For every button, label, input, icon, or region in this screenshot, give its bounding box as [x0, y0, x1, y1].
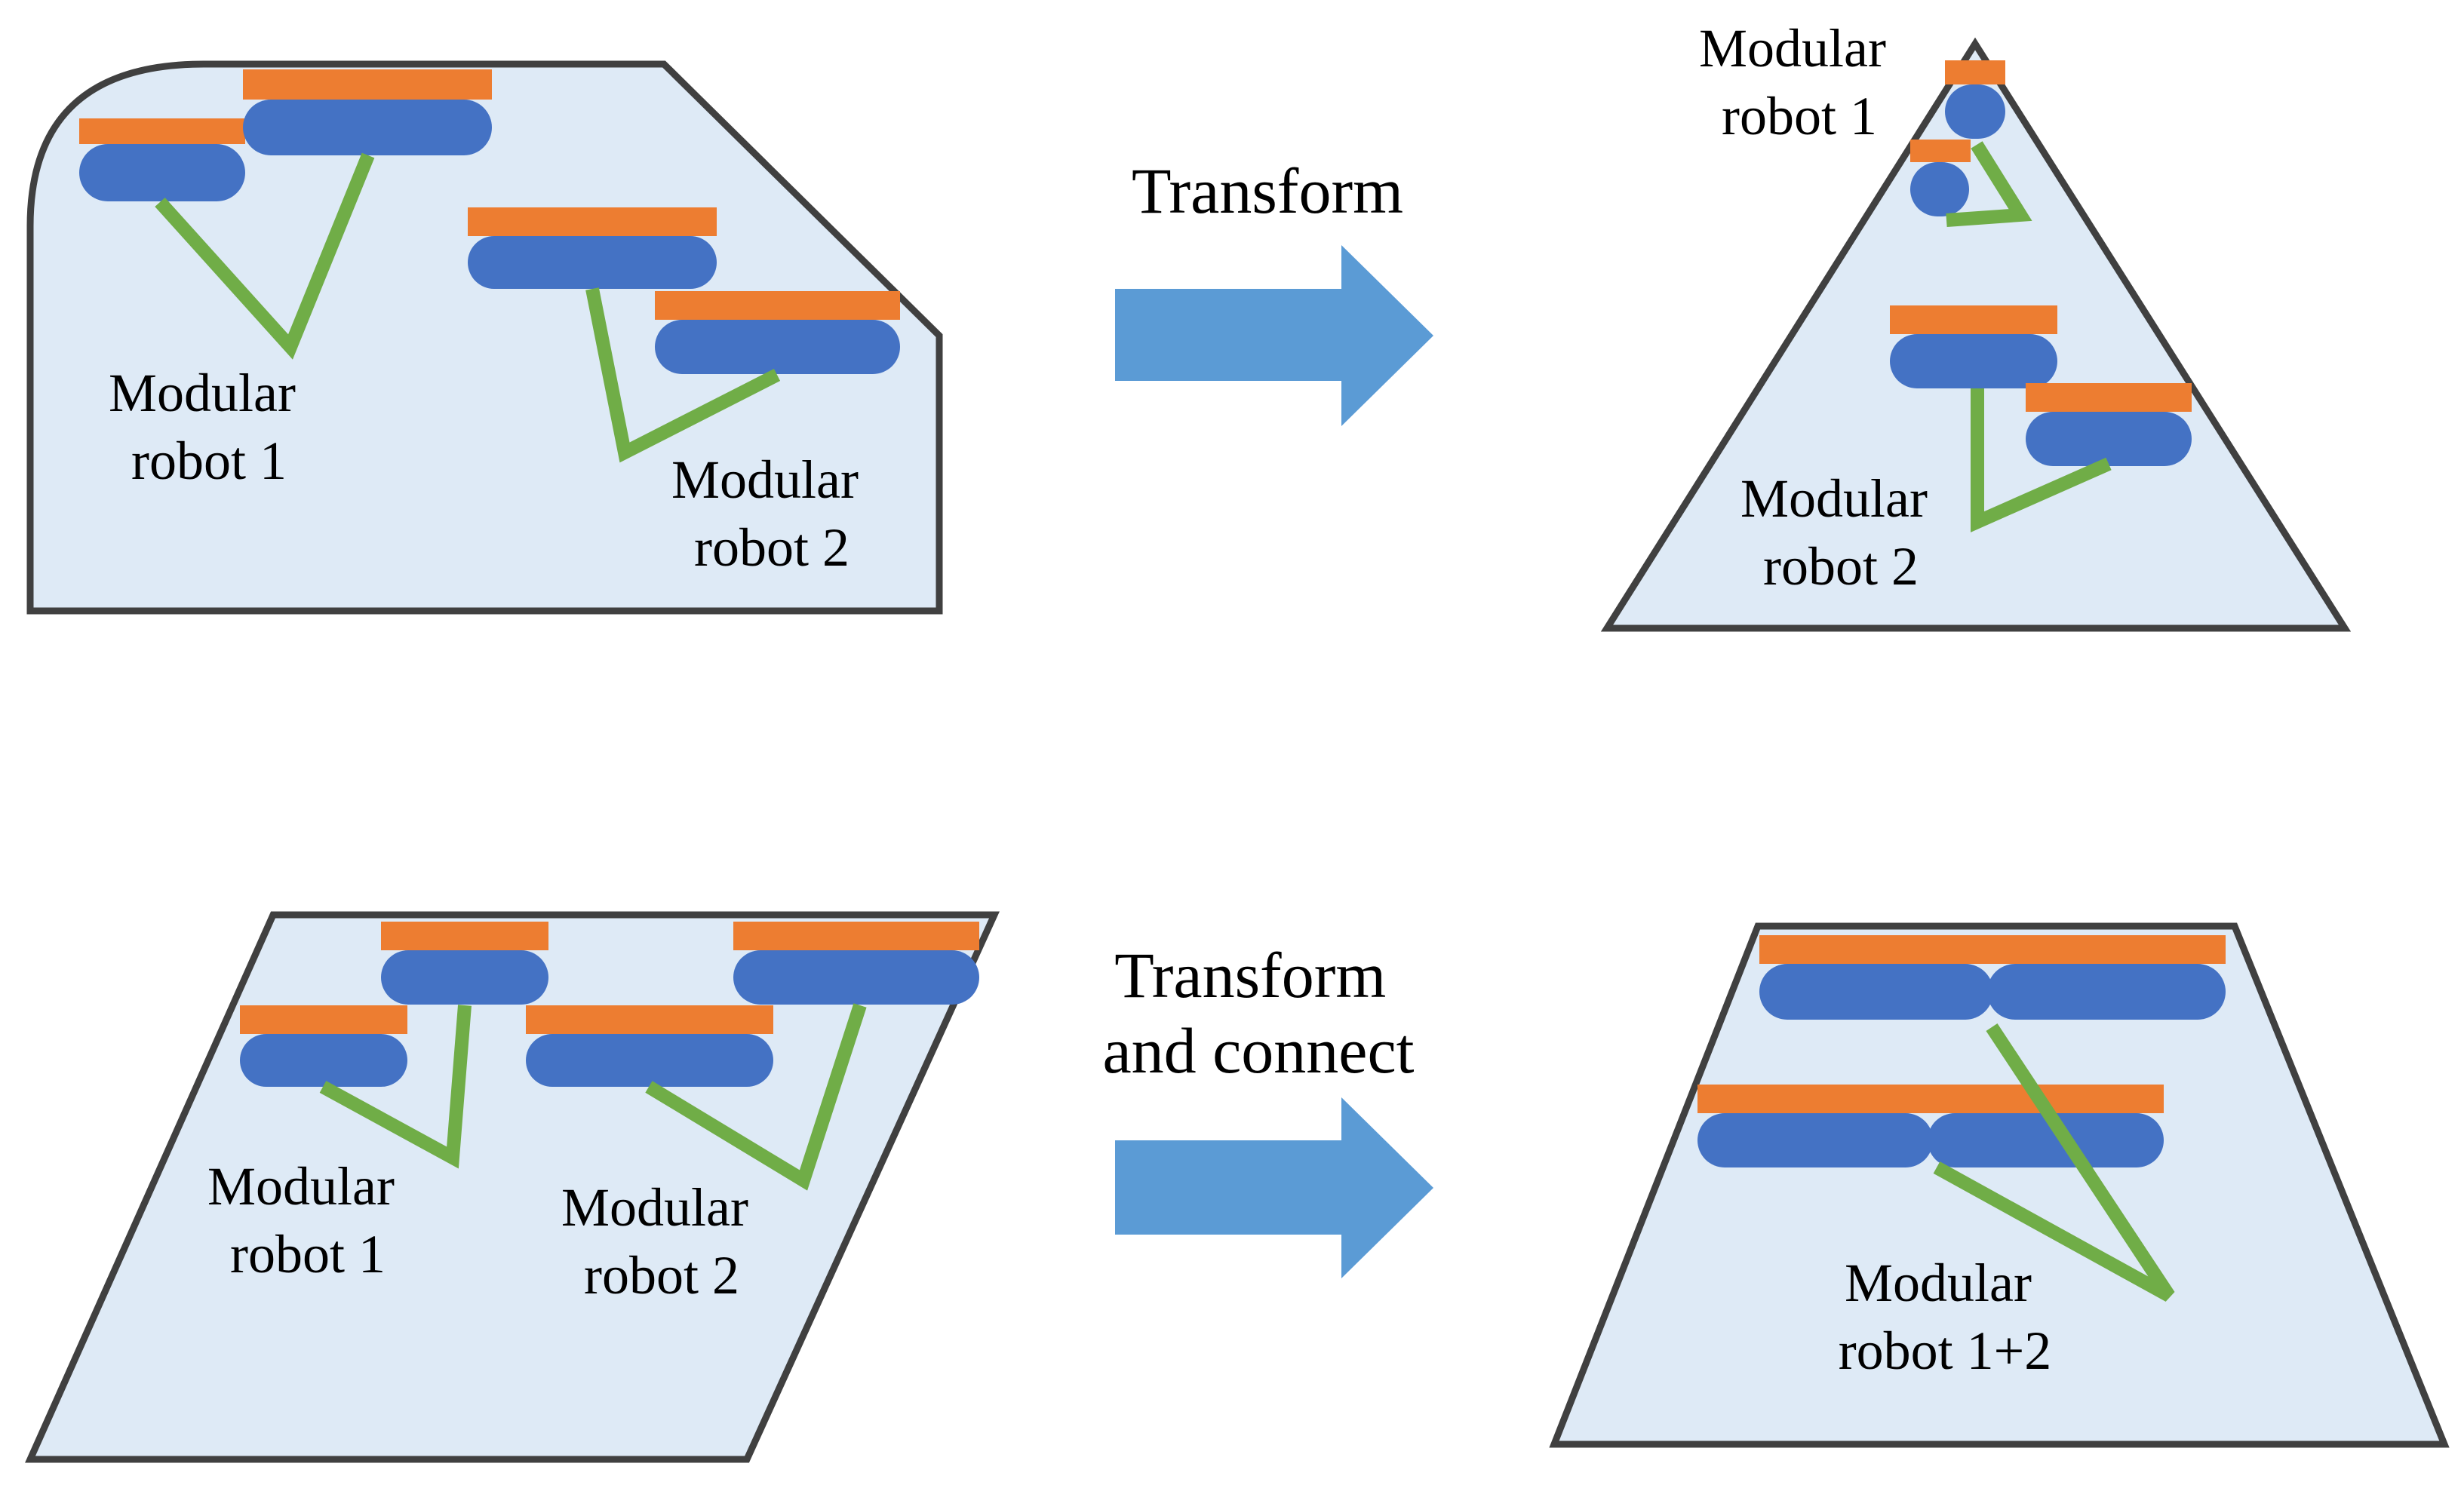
- top-plate: [1945, 60, 2005, 84]
- panel-top-left: Modular robot 1 Modular robot 2: [26, 60, 943, 615]
- transform-caption: Transform: [1132, 155, 1403, 227]
- top-plate: [655, 291, 900, 320]
- robot-1-label: Modular robot 1: [109, 363, 309, 491]
- terrain-shape: [26, 60, 943, 615]
- top-plate: [1759, 935, 2226, 964]
- arm: [319, 1005, 472, 1169]
- robot-1-label: Modular robot 1: [207, 1156, 408, 1284]
- panel-top-right: Modular robot 1 Modular robot 2: [1600, 18, 2352, 632]
- arm: [1933, 1023, 2175, 1302]
- panel-bottom-left: Modular robot 1 Modular robot 2: [25, 911, 1000, 1463]
- terrain-shape: [1549, 922, 2450, 1448]
- arm: [1971, 388, 2112, 532]
- transform-step: Transform: [1115, 155, 1433, 426]
- wheel-module: [79, 144, 245, 201]
- arm: [585, 287, 781, 463]
- robot-2-label: Modular robot 2: [671, 449, 872, 578]
- wheel-module: [240, 1034, 407, 1087]
- wheel-module: [468, 236, 717, 289]
- wheel-module: [243, 100, 492, 155]
- panel-bottom-right: Modular robot 1+2: [1549, 922, 2450, 1448]
- wheel-module: [2026, 412, 2192, 466]
- modular-robot-2: [1890, 305, 2192, 532]
- right-arrow-icon: [1115, 1097, 1433, 1278]
- arm: [1946, 141, 2032, 227]
- top-plate: [2026, 383, 2192, 412]
- top-plate: [79, 118, 245, 144]
- robot-1-plus-2-label: Modular robot 1+2: [1839, 1253, 2052, 1381]
- wheel-module: [1910, 162, 1969, 216]
- top-plate: [1890, 305, 2057, 334]
- wheel-module: [1928, 1113, 2164, 1167]
- top-plate: [526, 1005, 773, 1034]
- wheel-module: [733, 950, 979, 1005]
- modular-robot-1: [1910, 60, 2032, 227]
- transform-connect-step: Transform and connect: [1102, 939, 1433, 1278]
- top-plate: [1697, 1085, 2164, 1113]
- robot-2-label: Modular robot 2: [561, 1177, 762, 1306]
- top-plate: [733, 922, 979, 950]
- wheel-module: [526, 1034, 773, 1087]
- wheel-module: [1697, 1113, 1933, 1167]
- top-plate: [381, 922, 548, 950]
- right-arrow-icon: [1115, 245, 1433, 426]
- modular-robot-1-plus-2: [1697, 935, 2226, 1302]
- arm: [155, 152, 375, 360]
- wheel-module: [1945, 84, 2005, 139]
- wheel-module: [655, 320, 900, 374]
- top-plate: [240, 1005, 407, 1034]
- modular-robot-2: [526, 922, 979, 1191]
- wheel-module: [1890, 334, 2057, 388]
- top-plate: [243, 69, 492, 100]
- modular-robot-1: [79, 69, 492, 360]
- transform-connect-caption: Transform and connect: [1102, 939, 1414, 1087]
- top-plate: [1910, 140, 1971, 162]
- robot-1-label: Modular robot 1: [1699, 18, 1900, 146]
- modular-robot-1: [240, 922, 548, 1169]
- top-plate: [468, 207, 717, 236]
- modular-robot-2: [468, 207, 900, 463]
- wheel-module: [1759, 964, 1993, 1020]
- arm: [645, 1003, 867, 1191]
- robot-2-label: Modular robot 2: [1740, 468, 1941, 597]
- wheel-module: [381, 950, 548, 1005]
- wheel-module: [1987, 964, 2226, 1020]
